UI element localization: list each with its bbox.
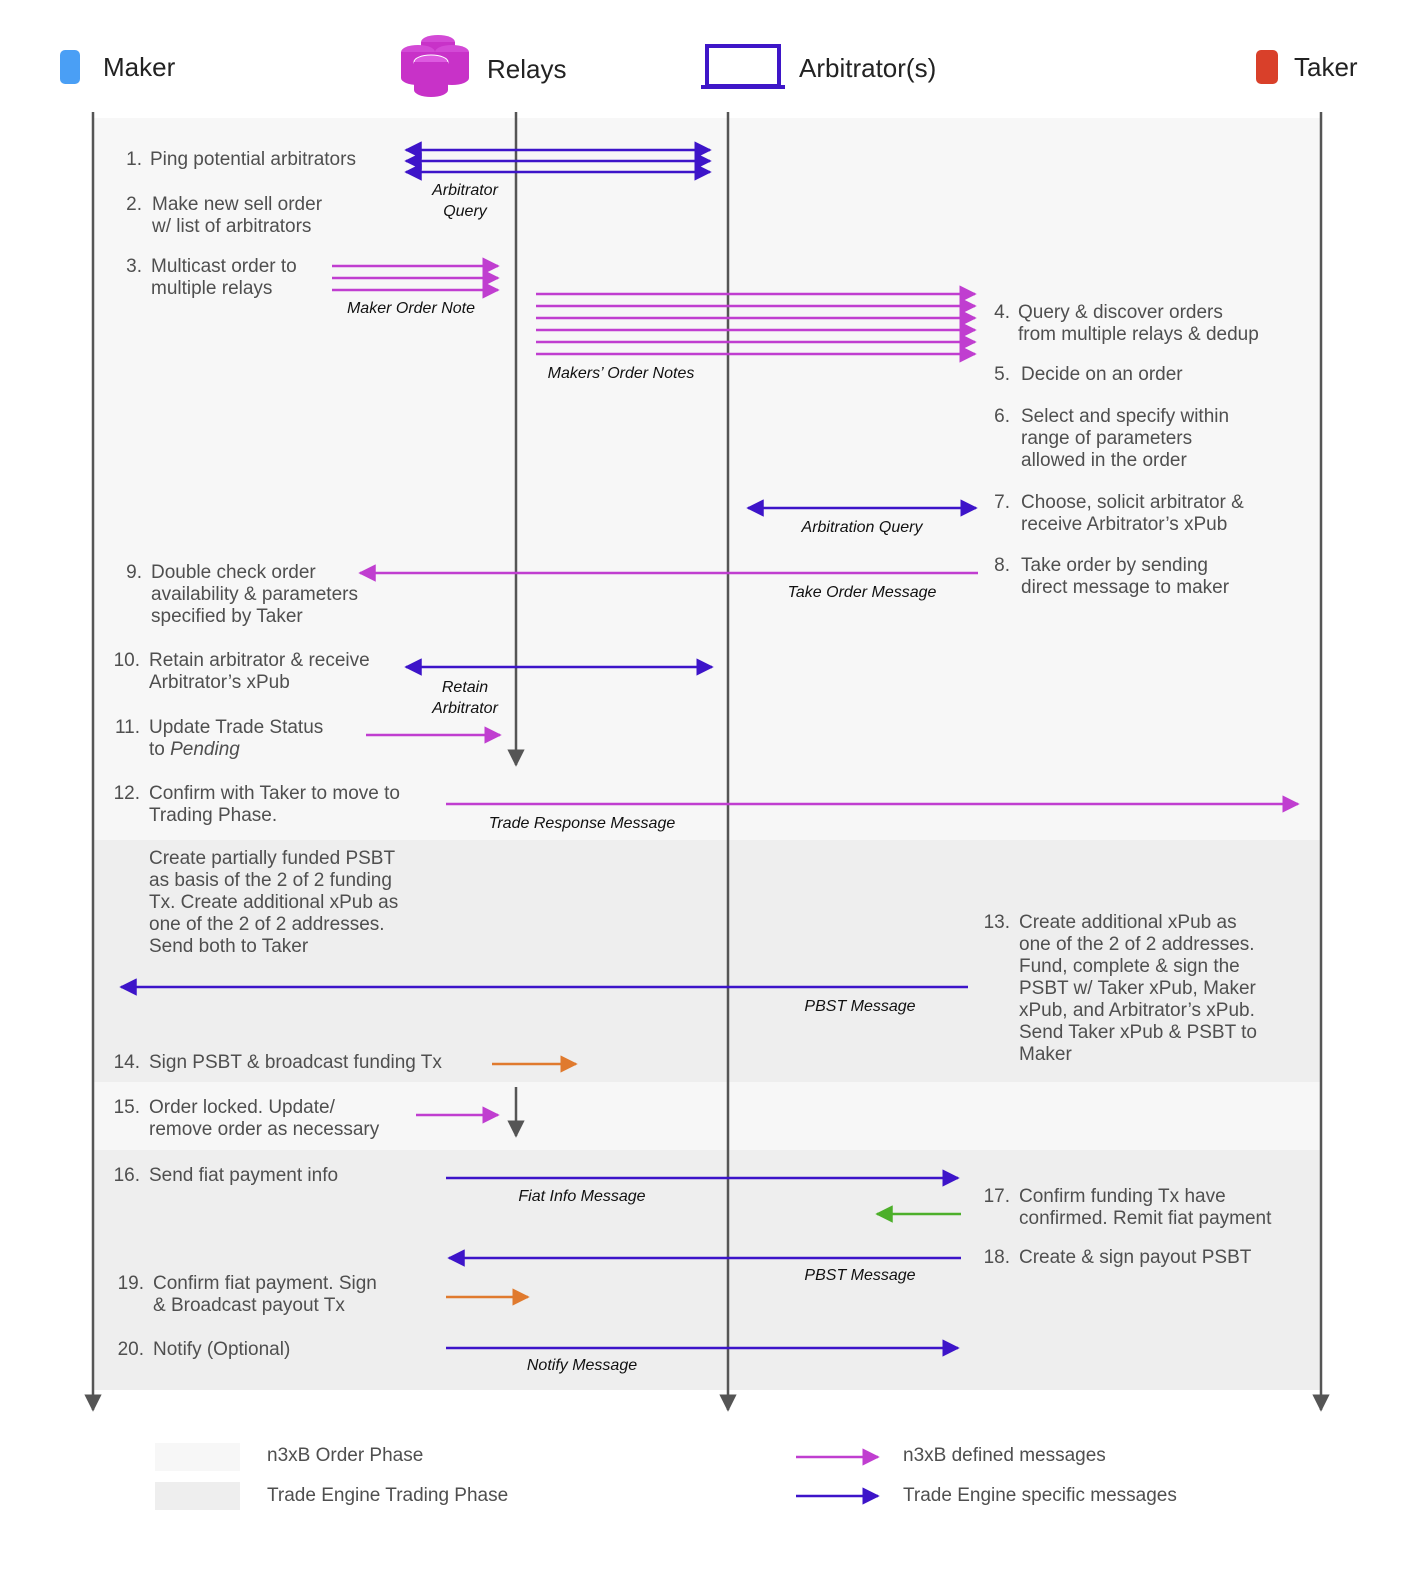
step-6-text: Select and specify within range of param… <box>1021 406 1230 471</box>
take-order-message-label: Take Order Message <box>787 584 937 601</box>
step-1-text: Ping potential arbitrators <box>150 149 356 170</box>
makers-order-notes-label: Makers’ Order Notes <box>547 365 695 382</box>
step-12-text: Confirm with Taker to move to Trading Ph… <box>149 783 400 826</box>
step-16-text: Send fiat payment info <box>149 1165 339 1186</box>
step-11-number: 11. <box>114 717 140 738</box>
step-4-number: 4. <box>994 302 1010 323</box>
step-8-number: 8. <box>994 555 1010 576</box>
makers-order-notes-arrows <box>536 285 977 363</box>
maker-order-note-arrows <box>332 257 500 299</box>
step-1-number: 1. <box>126 149 142 170</box>
arbitrator-query-arrows <box>404 141 712 181</box>
arbitrators-header: Arbitrator(s) <box>799 53 937 83</box>
arbitrator-query-label: Arbitrator Query <box>432 182 498 220</box>
step-2-text: Make new sell order w/ list of arbitrato… <box>152 194 323 237</box>
step-5-text: Decide on an order <box>1021 364 1183 385</box>
maker-icon <box>60 50 80 84</box>
step-12-number: 12. <box>113 783 140 804</box>
taker-header: Taker <box>1294 52 1358 82</box>
step-19-text: Confirm fiat payment. Sign & Broadcast p… <box>153 1273 377 1316</box>
retain-arbitrator-label: Retain Arbitrator <box>432 679 498 717</box>
step-20-text: Notify (Optional) <box>153 1339 291 1360</box>
order-phase-band-1 <box>93 118 1321 840</box>
step-20-number: 20. <box>117 1339 144 1360</box>
maker-psbt-text: Create partially funded PSBT as basis of… <box>149 848 399 957</box>
step-16-number: 16. <box>113 1165 140 1186</box>
legend-trading-phase-swatch <box>155 1482 240 1510</box>
legend-trading-phase-label: Trade Engine Trading Phase <box>267 1485 509 1506</box>
maker-header: Maker <box>103 52 176 82</box>
step-9-number: 9. <box>126 562 142 583</box>
legend-n3xb-label: n3xB defined messages <box>903 1445 1106 1466</box>
taker-icon <box>1256 50 1278 84</box>
step-10-number: 10. <box>113 650 140 671</box>
pbst-message-label-1: PBST Message <box>804 998 916 1015</box>
step-9-text: Double check order availability & parame… <box>151 562 358 627</box>
trading-phase-band-1 <box>93 840 1321 1082</box>
legend-order-phase-label: n3xB Order Phase <box>267 1445 424 1466</box>
step-7-number: 7. <box>994 492 1010 513</box>
relays-icon <box>401 35 469 97</box>
arbitrator-icon <box>705 44 781 88</box>
step-15-number: 15. <box>113 1097 140 1118</box>
pbst-message-label-2: PBST Message <box>804 1267 916 1284</box>
step-3-number: 3. <box>126 256 142 277</box>
step-13-text: Create additional xPub as one of the 2 o… <box>1019 912 1257 1065</box>
step-15-text: Order locked. Update/ remove order as ne… <box>149 1097 380 1140</box>
step-14-number: 14. <box>113 1052 140 1073</box>
maker-order-note-label: Maker Order Note <box>346 300 476 317</box>
step-17-text: Confirm funding Tx have confirmed. Remit… <box>1019 1186 1272 1229</box>
trading-phase-band-2 <box>93 1150 1321 1390</box>
notify-message-label: Notify Message <box>526 1357 638 1374</box>
step-18-text: Create & sign payout PSBT <box>1019 1247 1252 1268</box>
legend-order-phase-swatch <box>155 1443 240 1471</box>
step-17-number: 17. <box>983 1186 1010 1207</box>
step-5-number: 5. <box>994 364 1010 385</box>
step-13-number: 13. <box>983 912 1010 933</box>
step-2-number: 2. <box>126 194 142 215</box>
legend-engine-label: Trade Engine specific messages <box>903 1485 1177 1506</box>
step-8-text: Take order by sending direct message to … <box>1021 555 1230 598</box>
order-phase-band-2 <box>93 1082 1321 1150</box>
step-4-text: Query & discover orders from multiple re… <box>1018 302 1259 345</box>
step-10-text: Retain arbitrator & receive Arbitrator’s… <box>149 650 370 693</box>
step-11-text: Update Trade Status to Pending <box>149 717 324 760</box>
step-7-text: Choose, solicit arbitrator & receive Arb… <box>1021 492 1244 535</box>
relays-header: Relays <box>487 54 567 84</box>
step-14-text: Sign PSBT & broadcast funding Tx <box>149 1052 442 1073</box>
step-19-number: 19. <box>117 1273 144 1294</box>
step-6-number: 6. <box>994 406 1010 427</box>
step-3-text: Multicast order to multiple relays <box>151 256 297 299</box>
trade-response-message-label: Trade Response Message <box>488 815 676 832</box>
arbitration-query-label: Arbitration Query <box>801 519 923 536</box>
step-18-number: 18. <box>983 1247 1010 1268</box>
fiat-info-message-label: Fiat Info Message <box>518 1188 646 1205</box>
